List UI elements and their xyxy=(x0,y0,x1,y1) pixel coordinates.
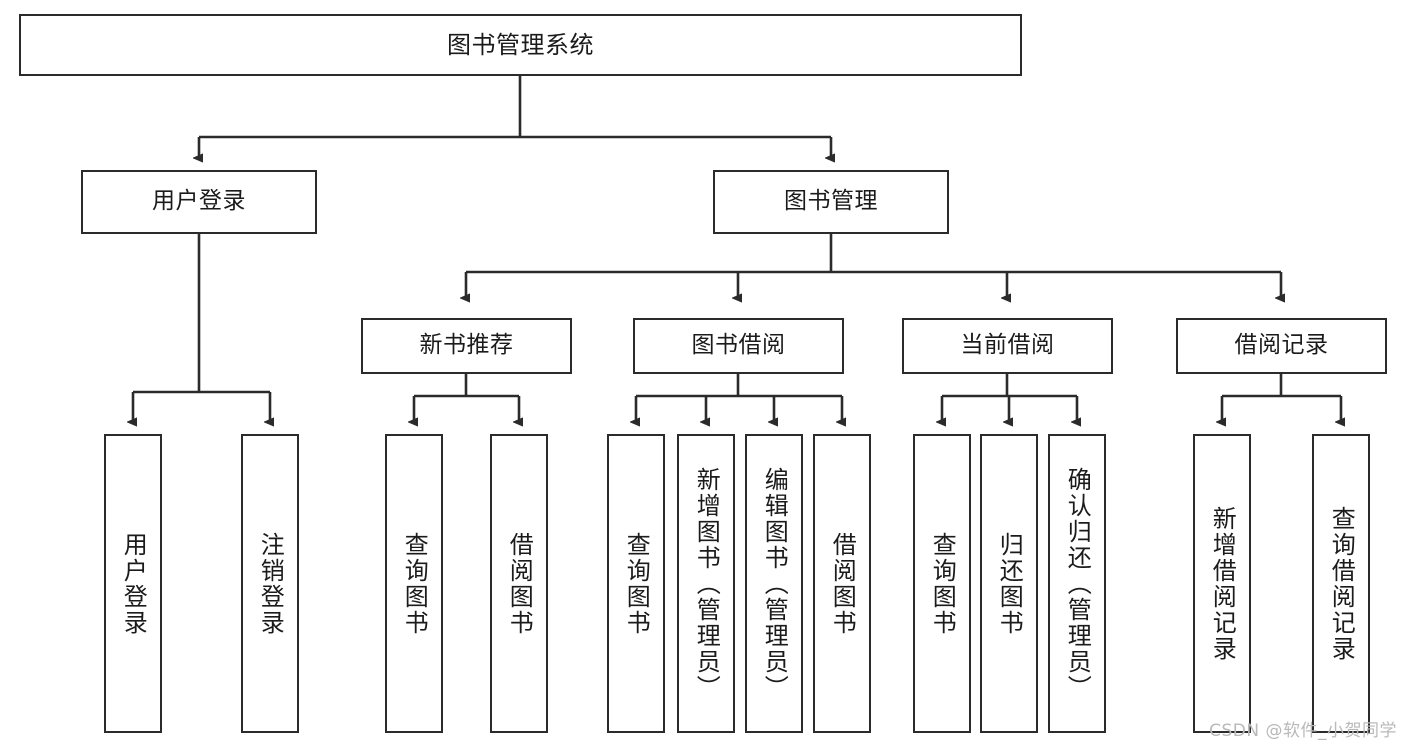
leaf-query-book-newbook[interactable]: 查询图书 xyxy=(385,434,443,733)
node-borrow-records[interactable]: 借阅记录 xyxy=(1176,318,1387,374)
node-label: 编辑图书（管理员） xyxy=(760,466,789,701)
leaf-logout[interactable]: 注销登录 xyxy=(241,434,299,733)
leaf-add-borrow-record[interactable]: 新增借阅记录 xyxy=(1193,434,1251,733)
node-label: 查询借阅记录 xyxy=(1327,505,1356,662)
node-label: 用户登录 xyxy=(119,531,148,636)
node-label: 注销登录 xyxy=(256,531,285,636)
node-label: 当前借阅 xyxy=(960,332,1055,359)
node-current-borrow[interactable]: 当前借阅 xyxy=(902,318,1113,374)
node-label: 图书管理 xyxy=(784,188,878,215)
node-label: 归还图书 xyxy=(995,531,1024,636)
leaf-edit-book-admin[interactable]: 编辑图书（管理员） xyxy=(745,434,803,733)
leaf-query-borrow-record[interactable]: 查询借阅记录 xyxy=(1312,434,1370,733)
leaf-query-book-current[interactable]: 查询图书 xyxy=(913,434,971,733)
leaf-add-book-admin[interactable]: 新增图书（管理员） xyxy=(677,434,735,733)
node-label: 查询图书 xyxy=(622,531,651,636)
leaf-return-book[interactable]: 归还图书 xyxy=(980,434,1038,733)
node-book-management[interactable]: 图书管理 xyxy=(713,170,949,234)
node-label: 新增图书（管理员） xyxy=(692,466,721,701)
node-label: 借阅记录 xyxy=(1234,332,1329,359)
node-user-login[interactable]: 用户登录 xyxy=(81,170,317,234)
leaf-borrow-book-newbook[interactable]: 借阅图书 xyxy=(490,434,548,733)
node-label: 查询图书 xyxy=(400,531,429,636)
watermark-text: CSDN @软件_小贺同学 xyxy=(1209,721,1397,741)
leaf-confirm-return-admin[interactable]: 确认归还（管理员） xyxy=(1048,434,1106,733)
node-root-system[interactable]: 图书管理系统 xyxy=(19,14,1022,76)
node-label: 查询图书 xyxy=(928,531,957,636)
node-label: 借阅图书 xyxy=(505,531,534,636)
node-label: 图书管理系统 xyxy=(447,30,594,59)
node-label: 图书借阅 xyxy=(691,332,786,359)
node-label: 用户登录 xyxy=(152,188,246,215)
leaf-user-login[interactable]: 用户登录 xyxy=(104,434,162,733)
node-label: 确认归还（管理员） xyxy=(1063,466,1092,701)
node-new-book-recommend[interactable]: 新书推荐 xyxy=(361,318,572,374)
node-label: 借阅图书 xyxy=(828,531,857,636)
node-book-borrow[interactable]: 图书借阅 xyxy=(633,318,844,374)
leaf-query-book-borrow[interactable]: 查询图书 xyxy=(607,434,665,733)
node-label: 新书推荐 xyxy=(419,332,514,359)
leaf-borrow-book[interactable]: 借阅图书 xyxy=(813,434,871,733)
node-label: 新增借阅记录 xyxy=(1208,505,1237,662)
